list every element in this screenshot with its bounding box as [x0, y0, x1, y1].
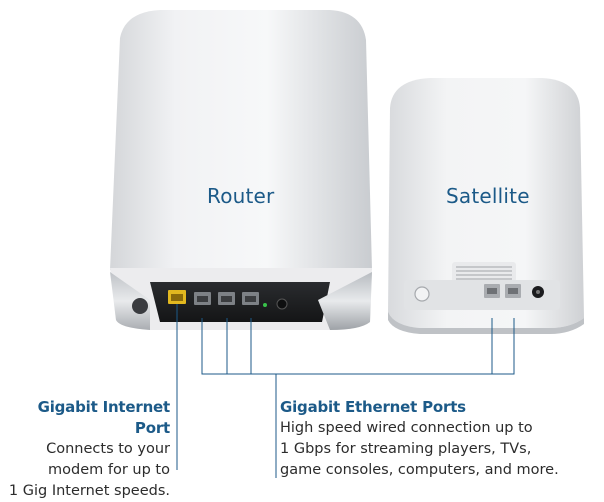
ethernet-ports-line: High speed wired connection up to [280, 420, 533, 436]
ethernet-ports-line: 1 Gbps for streaming players, TVs, [280, 441, 532, 457]
router-power-button [132, 298, 148, 314]
router-device [110, 10, 372, 330]
satellite-label: Satellite [446, 184, 530, 208]
satellite-power-button [414, 286, 430, 302]
ethernet-ports-line: game consoles, computers, and more. [280, 462, 559, 478]
router-label: Router [207, 184, 275, 208]
internet-port-heading: Gigabit Internet Port [37, 398, 171, 437]
internet-port-line: modem for up to [48, 462, 170, 478]
internet-port-line: Connects to your [46, 441, 170, 457]
internet-port-callout: Gigabit Internet Port Connects to your m… [0, 397, 170, 502]
satellite-device [388, 78, 584, 334]
ethernet-ports-callout: Gigabit Ethernet Ports High speed wired … [280, 397, 600, 481]
satellite-vent [452, 262, 516, 282]
leader-lines [176, 304, 515, 478]
satellite-ethernet-ports [484, 284, 521, 298]
internet-port-line: 1 Gig Internet speeds. [8, 483, 170, 499]
ethernet-ports-heading: Gigabit Ethernet Ports [280, 398, 466, 416]
